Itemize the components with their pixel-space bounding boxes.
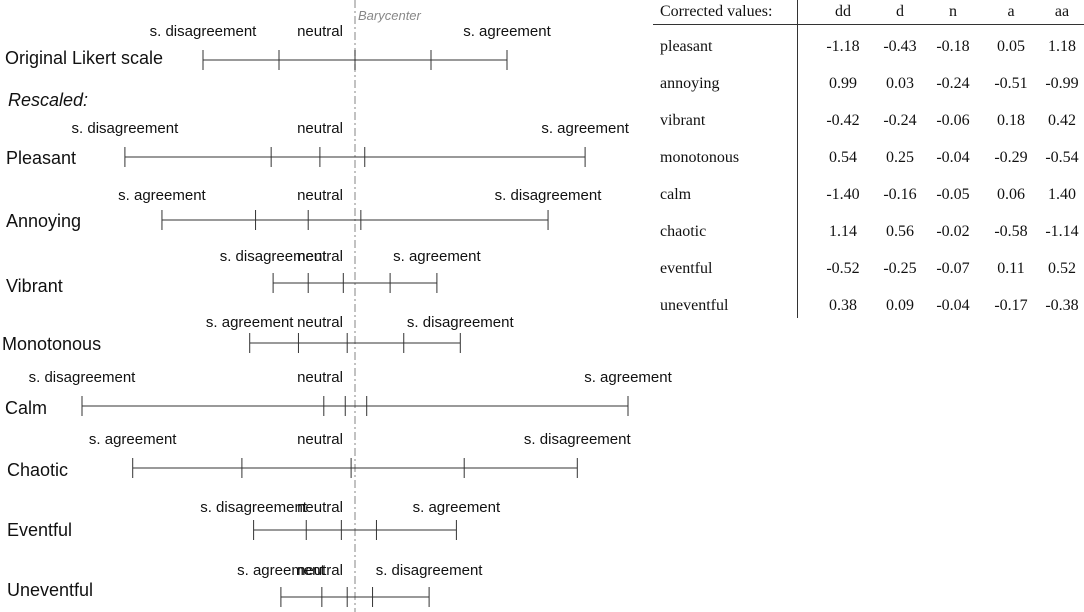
scale-name: Pleasant: [6, 148, 77, 168]
left-end-label: s. disagreement: [28, 369, 136, 386]
neutral-label: neutral: [297, 431, 343, 448]
table-header: aa: [1054, 3, 1070, 20]
table-header: d: [896, 3, 904, 20]
table-row-label: annoying: [660, 75, 720, 92]
rescaled-label: Rescaled:: [8, 90, 89, 110]
scale-name: Vibrant: [6, 276, 63, 296]
table-cell: -0.17: [994, 297, 1028, 314]
table-cell: 1.14: [829, 223, 857, 240]
right-end-label: s. disagreement: [523, 431, 631, 448]
table-cell: 0.52: [1048, 260, 1076, 277]
table-header-rule: [653, 24, 1084, 25]
table-row-label: monotonous: [660, 149, 740, 166]
scale-name: Annoying: [6, 211, 82, 231]
table-cell: 0.42: [1048, 112, 1076, 129]
table-cell: -0.04: [936, 297, 970, 314]
table-cell: -0.51: [994, 75, 1028, 92]
table-row-label: chaotic: [660, 223, 707, 240]
table-cell: 0.06: [997, 186, 1025, 203]
table-cell: -0.99: [1045, 75, 1079, 92]
table-cell: 0.38: [829, 297, 857, 314]
right-end-label: s. agreement: [412, 499, 501, 516]
scale-name: Uneventful: [7, 580, 94, 600]
right-end-label: s. disagreement: [406, 314, 514, 331]
neutral-label: neutral: [297, 499, 343, 516]
table-cell: -0.16: [883, 186, 917, 203]
table-cell: -0.04: [936, 149, 970, 166]
table-cell: 0.54: [829, 149, 857, 166]
table-cell: -0.29: [994, 149, 1028, 166]
table-cell: -1.40: [826, 186, 860, 203]
table-cell: -0.58: [994, 223, 1028, 240]
table-cell: -0.43: [883, 38, 917, 55]
neutral-label: neutral: [297, 23, 343, 40]
table-cell: -0.02: [936, 223, 970, 240]
left-end-label: s. agreement: [205, 314, 294, 331]
table-cell: -0.25: [883, 260, 917, 277]
scale-name: Eventful: [7, 520, 73, 540]
table-cell: -0.18: [936, 38, 970, 55]
table-cell: 0.99: [829, 75, 857, 92]
table-cell: -0.52: [826, 260, 860, 277]
right-end-label: s. disagreement: [375, 562, 483, 579]
table-row-label: pleasant: [660, 38, 713, 55]
table-cell: -0.38: [1045, 297, 1079, 314]
right-end-label: s. disagreement: [494, 187, 602, 204]
table-cell: -0.05: [936, 186, 970, 203]
left-end-label: s. disagreement: [149, 23, 257, 40]
table-header: n: [949, 3, 957, 20]
table-cell: -1.18: [826, 38, 860, 55]
table-column-rule: [797, 0, 798, 318]
table-cell: 0.18: [997, 112, 1025, 129]
table-cell: 0.25: [886, 149, 914, 166]
table-cell: 1.40: [1048, 186, 1076, 203]
table-header: dd: [835, 3, 851, 20]
right-end-label: s. agreement: [541, 120, 629, 137]
table-cell: -0.06: [936, 112, 970, 129]
scale-name: Monotonous: [2, 334, 102, 354]
left-end-label: s. disagreement: [200, 499, 307, 516]
table-row-label: uneventful: [660, 297, 729, 314]
neutral-label: neutral: [297, 369, 343, 386]
table-row-label: eventful: [660, 260, 713, 277]
left-end-label: s. agreement: [118, 187, 206, 204]
table-row-label: vibrant: [660, 112, 706, 129]
right-end-label: s. agreement: [584, 369, 672, 386]
table-cell: -0.42: [826, 112, 860, 129]
scale-name: Chaotic: [7, 460, 69, 480]
neutral-label: neutral: [297, 248, 343, 265]
table-row-label: calm: [660, 186, 692, 203]
barycenter-label: Barycenter: [358, 8, 421, 23]
table-cell: 0.56: [886, 223, 914, 240]
neutral-label: neutral: [297, 562, 343, 579]
right-end-label: s. agreement: [393, 248, 481, 265]
scales-diagram: [81, 0, 629, 612]
table-cell: 0.09: [886, 297, 914, 314]
table-header: a: [1007, 3, 1015, 20]
neutral-label: neutral: [297, 314, 343, 331]
table-cell: -0.24: [883, 112, 917, 129]
table-cell: 1.18: [1048, 38, 1076, 55]
right-end-label: s. agreement: [463, 23, 551, 40]
left-end-label: s. disagreement: [71, 120, 179, 137]
table-cell: 0.11: [997, 260, 1025, 277]
scale-name: Original Likert scale: [5, 48, 164, 68]
neutral-label: neutral: [297, 120, 343, 137]
left-end-label: s. agreement: [237, 562, 325, 579]
table-header: Corrected values:: [660, 3, 773, 20]
table-cell: -0.24: [936, 75, 970, 92]
scale-name: Calm: [5, 398, 48, 418]
table-cell: -0.07: [936, 260, 970, 277]
left-end-label: s. agreement: [88, 431, 177, 448]
table-cell: -1.14: [1045, 223, 1079, 240]
table-cell: -0.54: [1045, 149, 1079, 166]
table-cell: 0.05: [997, 38, 1025, 55]
left-end-label: s. disagreement: [219, 248, 327, 265]
table-cell: 0.03: [886, 75, 914, 92]
neutral-label: neutral: [297, 187, 343, 204]
